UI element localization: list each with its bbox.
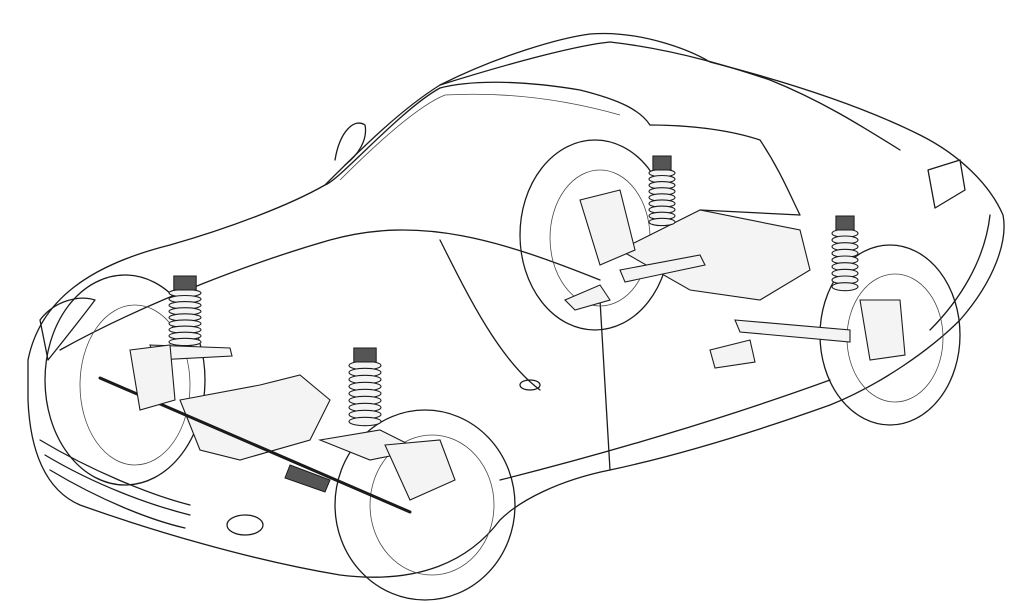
rear-left-coil-spring [648, 155, 676, 227]
rear-suspension [564, 155, 906, 369]
front-left-knuckle [129, 344, 176, 411]
rear-window [649, 124, 801, 216]
rear-right-trailing-link [709, 339, 756, 369]
rear-left-lower-arm [619, 254, 706, 283]
door-line [439, 239, 611, 471]
front-grille [39, 439, 191, 529]
rear-bumper [929, 214, 991, 331]
door-handle [519, 379, 541, 391]
front-right-rim [369, 434, 495, 576]
front-right-wheel [334, 409, 516, 601]
side-sill [499, 379, 831, 481]
spring-coil [168, 337, 202, 347]
rear-left-knuckle [579, 189, 636, 266]
shock-top-mount [835, 215, 855, 231]
spring-coil [348, 416, 382, 427]
fog-light [226, 514, 264, 536]
rear-right-coil-spring [831, 215, 859, 292]
headlight [39, 297, 96, 361]
spring-coil [648, 217, 676, 227]
hardtop-roof [439, 41, 901, 151]
spring-coil [831, 282, 859, 292]
shock-top-mount [652, 155, 672, 171]
rear-right-lower-arm [734, 319, 851, 343]
rear-left-trailing-link [564, 284, 611, 311]
rear-subframe [618, 209, 811, 301]
shock-top-mount [353, 347, 377, 363]
front-left-coil-spring [168, 275, 202, 347]
hood-line [59, 229, 601, 351]
shock-top-mount [173, 275, 197, 291]
front-right-knuckle [384, 439, 456, 501]
front-suspension [98, 275, 456, 514]
windshield-frame [324, 81, 651, 186]
front-left-rim [79, 304, 191, 466]
front-right-coil-spring [348, 347, 382, 427]
car-body [27, 32, 1005, 578]
front-subframe [179, 374, 331, 461]
front-left-wheel [44, 274, 206, 486]
rear-right-knuckle [859, 299, 906, 361]
windshield-glass [339, 93, 621, 181]
rack-boot [284, 464, 331, 493]
mirror [334, 122, 367, 166]
taillight [927, 159, 966, 209]
wheels [44, 139, 961, 601]
